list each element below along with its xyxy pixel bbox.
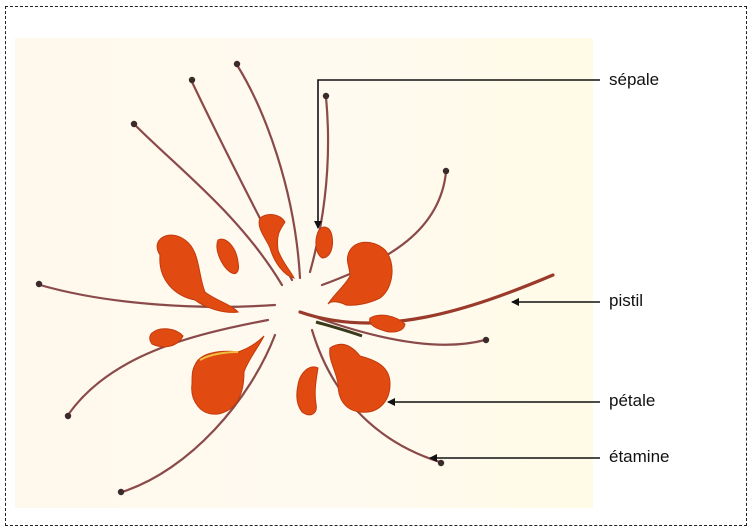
anther — [118, 489, 124, 495]
petal — [328, 242, 392, 305]
anther — [36, 281, 42, 287]
anther — [131, 121, 137, 127]
anther — [438, 460, 444, 466]
label-pistil: pistil — [609, 291, 643, 311]
label-petale: pétale — [609, 391, 655, 411]
sepale-leader — [318, 80, 600, 228]
anther — [234, 61, 240, 67]
diagram: sépale pistil pétale étamine — [0, 0, 752, 513]
petal — [330, 344, 390, 412]
petals — [150, 215, 405, 415]
anther — [65, 413, 71, 419]
anther — [483, 337, 489, 343]
anther — [443, 168, 449, 174]
label-sepale: sépale — [609, 70, 659, 90]
petal — [217, 239, 239, 273]
sepal — [316, 227, 333, 258]
anthers — [36, 61, 489, 495]
anther — [323, 93, 329, 99]
petal — [297, 367, 318, 415]
petal — [259, 215, 294, 278]
stamen-filament — [135, 125, 282, 285]
stamen-filament — [237, 65, 300, 278]
stamens — [40, 65, 485, 492]
petal — [192, 336, 264, 414]
stamen-filament — [122, 335, 275, 492]
anther — [189, 77, 195, 83]
petal — [370, 315, 405, 332]
stamen-filament — [40, 285, 275, 307]
petal — [150, 329, 183, 347]
label-etamine: étamine — [609, 447, 669, 467]
